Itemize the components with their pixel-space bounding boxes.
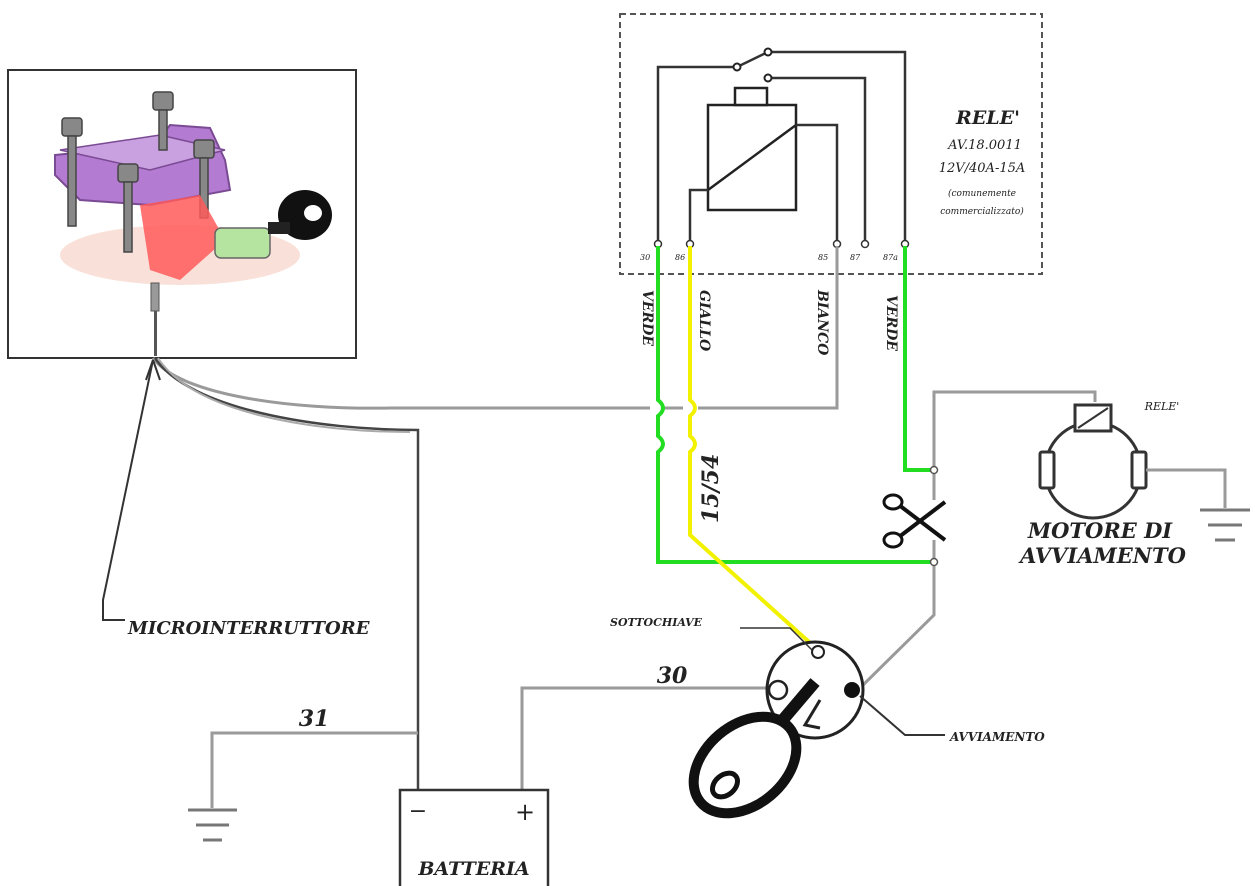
scissors-icon xyxy=(882,493,947,549)
wire-starter-relay xyxy=(932,390,1097,470)
relay-rating: 12V/40A-15A xyxy=(939,161,1026,176)
battery-label: BATTERIA xyxy=(417,858,529,880)
relay-title: RELE' xyxy=(955,107,1020,129)
key-icon xyxy=(688,678,822,819)
wire-label-giallo: GIALLO xyxy=(696,290,712,352)
starter-motor-label-2: AVVIAMENTO xyxy=(1018,543,1187,568)
wire-31 xyxy=(210,731,418,808)
wire-verde-right xyxy=(903,246,934,472)
starter-motor xyxy=(1038,403,1227,520)
terminal-87a-label: 87a xyxy=(883,253,898,262)
battery-plus-label: + xyxy=(515,798,535,826)
terminal-30-label: 30 xyxy=(640,253,650,262)
wire-label-verde-right: VERDE xyxy=(883,295,899,351)
wire-label-15-54: 15/54 xyxy=(698,454,724,523)
terminal-87-label: 87 xyxy=(850,253,861,262)
wire-label-bianco: BIANCO xyxy=(814,289,830,356)
wire-30 xyxy=(520,686,770,790)
ground-icon-battery xyxy=(188,808,237,842)
battery-minus-label: − xyxy=(409,799,427,824)
relay-note-2: commercializzato) xyxy=(940,206,1024,217)
key-start-label: AVVIAMENTO xyxy=(949,730,1045,744)
relay-code: AV.18.0011 xyxy=(947,138,1022,153)
wire-label-verde-left: VERDE xyxy=(639,290,655,346)
key-aux-label: SOTTOCHIAVE xyxy=(610,616,703,629)
relay-box: 30 86 85 87 87a RELE' AV.18.0011 12V/40A… xyxy=(619,13,1043,275)
wire-bianco xyxy=(698,246,839,410)
terminal-85-label: 85 xyxy=(818,253,828,262)
battery xyxy=(398,788,550,886)
wire-30-label: 30 xyxy=(657,663,688,689)
starter-motor-label-1: MOTORE DI xyxy=(1027,518,1173,543)
microswitch-label: MICROINTERRUTTORE xyxy=(127,618,370,639)
ground-icon-motor xyxy=(1200,508,1250,542)
wire-31-label: 31 xyxy=(299,706,330,732)
wire-verde-left xyxy=(656,246,934,564)
microswitch-cable-ground xyxy=(153,357,420,790)
terminal-86-label: 86 xyxy=(675,253,685,262)
microswitch-picture xyxy=(7,69,357,359)
microswitch-cable-bianco xyxy=(151,357,650,410)
wire-giallo xyxy=(688,246,820,652)
wire-start-terminal xyxy=(858,562,936,690)
relay-note-1: (comunemente xyxy=(948,188,1016,199)
starter-relay-label: RELE' xyxy=(1144,400,1180,413)
